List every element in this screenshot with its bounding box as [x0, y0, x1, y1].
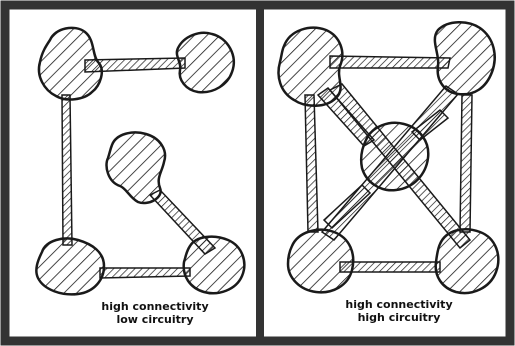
node-top-left	[279, 28, 343, 106]
caption-line: high connectivity	[60, 300, 250, 313]
right-panel-caption: high connectivity high circuitry	[312, 298, 486, 324]
edge-bottom-left-to-bottom-right	[340, 262, 440, 272]
node-center	[361, 123, 428, 190]
edge-bottom-left-to-bottom-right	[100, 268, 190, 278]
edge-top-right-to-bottom-right	[460, 95, 472, 232]
caption-line: low circuitry	[60, 313, 250, 326]
node-top-right	[177, 33, 234, 92]
panel-divider	[256, 5, 264, 341]
left-panel-caption: high connectivity low circuitry	[58, 300, 252, 326]
edge-top-left-to-top-right	[330, 56, 450, 68]
node-bottom-right	[436, 229, 499, 293]
caption-line: high connectivity	[314, 298, 484, 311]
node-bottom-left	[288, 230, 353, 293]
edge-top-left-to-bottom-left	[62, 95, 72, 245]
node-top-left	[39, 28, 102, 100]
node-bottom-left	[36, 239, 104, 295]
node-center	[107, 132, 166, 203]
node-top-right	[435, 22, 495, 94]
caption-line: high circuitry	[314, 311, 484, 324]
right-panel	[279, 22, 499, 293]
node-bottom-right	[184, 237, 245, 294]
left-panel	[36, 28, 244, 295]
edge-top-left-to-bottom-left	[305, 95, 318, 232]
